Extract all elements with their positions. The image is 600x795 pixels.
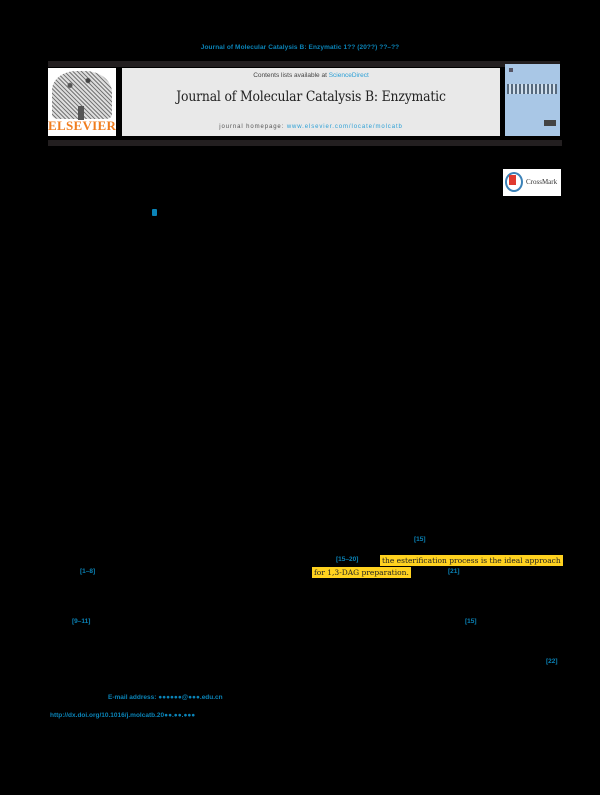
homepage-line: journal homepage: www.elsevier.com/locat… <box>122 124 500 130</box>
corresponding-author-marker[interactable] <box>152 209 157 216</box>
cover-title-graphic <box>507 84 557 94</box>
header-top-rule <box>48 61 560 67</box>
reference-link[interactable]: [15] <box>465 618 477 625</box>
homepage-link[interactable]: www.elsevier.com/locate/molcatb <box>286 124 403 130</box>
highlighted-text: the esterification process is the ideal … <box>380 555 563 566</box>
reference-link[interactable]: [22] <box>546 658 558 665</box>
doi-link[interactable]: http://dx.doi.org/10.1016/j.molcatb.20●●… <box>50 712 196 719</box>
header-bottom-rule <box>48 140 562 146</box>
cover-publisher-mark <box>544 120 556 126</box>
cover-logo-icon <box>509 68 513 72</box>
crossmark-bookmark-icon <box>509 175 516 185</box>
journal-cover-thumbnail[interactable] <box>505 64 560 136</box>
publisher-name: ELSEVIER <box>48 118 116 133</box>
contents-line: Contents lists available at ScienceDirec… <box>122 72 500 79</box>
crossmark-label: CrossMark <box>526 178 558 186</box>
journal-citation-link[interactable]: Journal of Molecular Catalysis B: Enzyma… <box>200 44 400 51</box>
reference-link[interactable]: [1–8] <box>80 568 96 575</box>
homepage-prefix: journal homepage: <box>219 124 287 130</box>
email-link[interactable]: E-mail address: ●●●●●●@●●●.edu.cn <box>108 694 223 701</box>
elsevier-logo[interactable]: ELSEVIER <box>48 68 116 136</box>
tree-trunk-icon <box>78 106 84 120</box>
highlighted-text: for 1,3-DAG preparation. <box>312 567 411 578</box>
reference-link[interactable]: [9–11] <box>72 618 91 625</box>
contents-prefix: Contents lists available at <box>253 72 329 79</box>
reference-link[interactable]: [15–20] <box>336 556 359 563</box>
sciencedirect-link[interactable]: ScienceDirect <box>328 72 369 79</box>
journal-masthead: Contents lists available at ScienceDirec… <box>122 68 500 136</box>
reference-link[interactable]: [15] <box>414 536 426 543</box>
journal-title: Journal of Molecular Catalysis B: Enzyma… <box>176 89 446 105</box>
reference-link[interactable]: [21] <box>448 568 460 575</box>
crossmark-badge[interactable]: CrossMark <box>503 169 561 196</box>
